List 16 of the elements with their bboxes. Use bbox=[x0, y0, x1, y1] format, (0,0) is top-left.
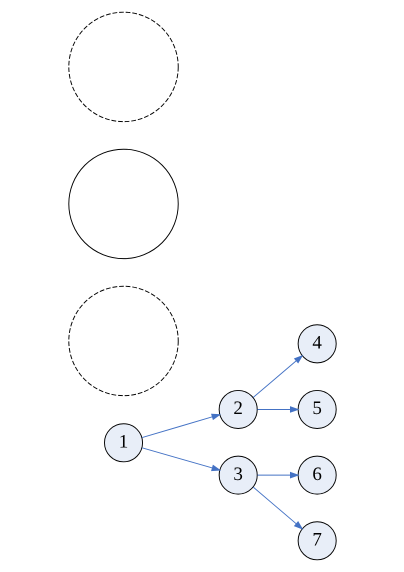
arrow bbox=[256, 406, 300, 413]
arrow bbox=[256, 472, 300, 478]
arrow bbox=[252, 354, 303, 398]
arrow bbox=[141, 414, 221, 438]
node-circle bbox=[68, 148, 178, 260]
node-circle: 2 bbox=[218, 390, 258, 429]
arrow bbox=[141, 447, 221, 472]
node-circle: 4 bbox=[297, 324, 336, 364]
node-circle: 7 bbox=[297, 521, 336, 560]
node-circle bbox=[68, 286, 178, 396]
node-circle bbox=[68, 12, 178, 122]
node-circle: 1 bbox=[104, 423, 143, 462]
node-circle: 6 bbox=[297, 456, 336, 495]
arrow bbox=[252, 486, 303, 530]
node-circle: 5 bbox=[297, 390, 336, 429]
node-circle: 3 bbox=[218, 456, 258, 495]
